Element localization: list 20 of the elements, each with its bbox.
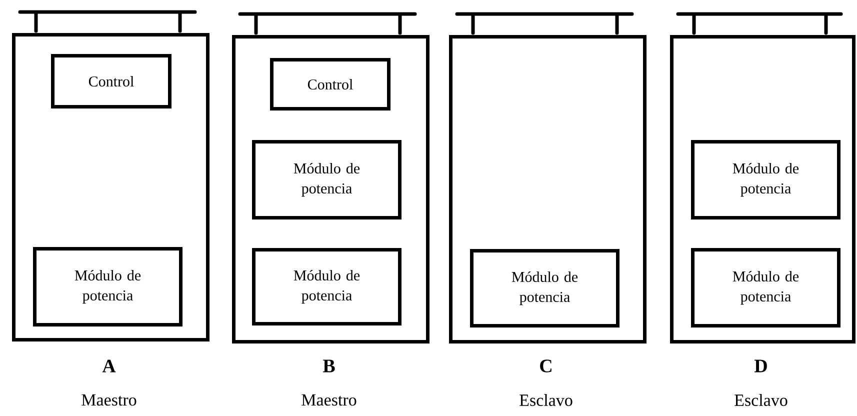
panel-letter: C: [540, 360, 552, 372]
module-box: Control: [270, 58, 390, 110]
cabinet-box: [232, 35, 430, 344]
cabinet-box: [670, 35, 856, 344]
panel-letter: A: [102, 360, 116, 372]
cabinet-box: [12, 33, 210, 342]
cabinet-box: [449, 35, 646, 344]
module-box: Módulo de potencia: [252, 140, 402, 220]
role-label: Esclavo: [734, 394, 788, 406]
role-label: Esclavo: [520, 394, 572, 406]
module-box: Módulo de potencia: [252, 248, 402, 326]
module-box: Módulo de potencia: [470, 249, 620, 328]
panel-letter: D: [754, 360, 767, 372]
module-box: Control: [51, 54, 172, 108]
module-box: Módulo de potencia: [33, 247, 182, 326]
module-box: Módulo de potencia: [691, 140, 840, 220]
role-label: Maestro: [302, 394, 356, 406]
role-label: Maestro: [82, 394, 136, 406]
module-box: Módulo de potencia: [691, 248, 840, 328]
panel-letter: B: [322, 360, 335, 372]
